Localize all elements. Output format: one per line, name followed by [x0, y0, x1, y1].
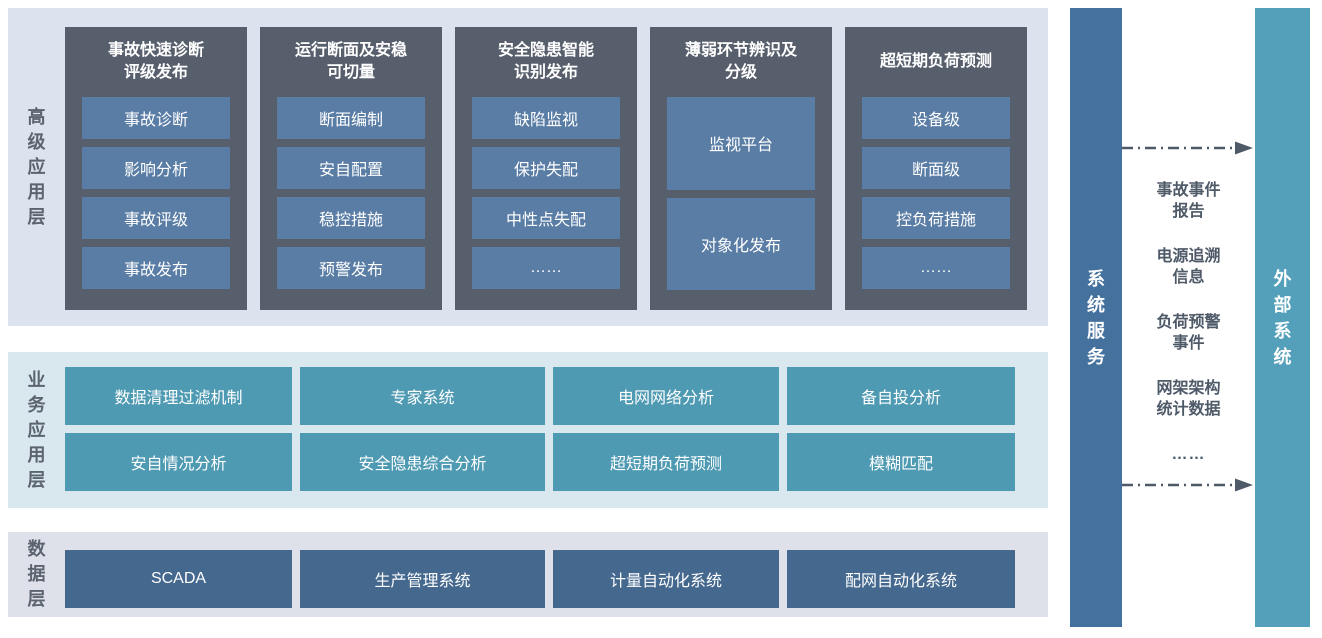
business-module: 备自投分析 — [787, 367, 1015, 425]
layer-label-text: 业务应用层 — [27, 369, 46, 490]
layer-label-text: 高级应用层 — [27, 106, 46, 227]
layer-advanced-apps: 高级应用层 事故快速诊断 评级发布 事故诊断 影响分析 事故评级 事故发布 运行… — [8, 8, 1048, 326]
data-sources: SCADA 生产管理系统 计量自动化系统 配网自动化系统 — [65, 550, 1015, 608]
dashed-arrow-icon — [1122, 141, 1253, 155]
dashed-arrow-icon — [1122, 478, 1253, 492]
exchange-info-item: 网架架构 统计数据 — [1156, 380, 1221, 418]
module-item: 事故评级 — [82, 197, 230, 239]
business-module: 安全隐患综合分析 — [300, 433, 545, 491]
module-item: 监视平台 — [667, 97, 815, 190]
external-system-bar: 外部系统 — [1255, 8, 1310, 627]
data-source: 计量自动化系统 — [553, 550, 779, 608]
exchange-info-list: 事故事件 报告 电源追溯 信息 负荷预警 事件 网架架构 统计数据 …… — [1122, 180, 1255, 465]
business-module: 数据清理过滤机制 — [65, 367, 292, 425]
module-item: 断面编制 — [277, 97, 425, 139]
module-item: 稳控措施 — [277, 197, 425, 239]
module-item: 预警发布 — [277, 247, 425, 289]
module-item: 安自配置 — [277, 147, 425, 189]
module-item: 断面级 — [862, 147, 1010, 189]
layer-data: 数据层 SCADA 生产管理系统 计量自动化系统 配网自动化系统 — [8, 532, 1048, 617]
business-module: 电网网络分析 — [553, 367, 779, 425]
system-service-bar: 系统服务 — [1070, 8, 1122, 627]
module-item: 事故诊断 — [82, 97, 230, 139]
module-item: …… — [862, 247, 1010, 289]
exchange-info-item: 负荷预警 事件 — [1156, 314, 1221, 352]
exchange-info-ellipsis: …… — [1171, 446, 1206, 463]
group-accident-diagnosis: 事故快速诊断 评级发布 事故诊断 影响分析 事故评级 事故发布 — [65, 27, 247, 310]
module-item: 中性点失配 — [472, 197, 620, 239]
group-hidden-danger: 安全隐患智能 识别发布 缺陷监视 保护失配 中性点失配 …… — [455, 27, 637, 310]
group-weak-link: 薄弱环节辨识及 分级 监视平台 对象化发布 — [650, 27, 832, 310]
group-title: 安全隐患智能 识别发布 — [497, 42, 594, 81]
module-item: 保护失配 — [472, 147, 620, 189]
exchange-info-item: 事故事件 报告 — [1156, 182, 1221, 220]
module-item: 影响分析 — [82, 147, 230, 189]
business-modules: 数据清理过滤机制 专家系统 电网网络分析 备自投分析 安自情况分析 安全隐患综合… — [65, 367, 1015, 491]
group-title: 薄弱环节辨识及 分级 — [684, 42, 797, 81]
group-title: 事故快速诊断 评级发布 — [107, 42, 204, 81]
system-service-label: 系统服务 — [1086, 268, 1105, 367]
data-source: SCADA — [65, 550, 292, 608]
module-groups: 事故快速诊断 评级发布 事故诊断 影响分析 事故评级 事故发布 运行断面及安稳 … — [65, 27, 1027, 310]
data-source: 配网自动化系统 — [787, 550, 1015, 608]
business-module: 专家系统 — [300, 367, 545, 425]
layer-label-text: 数据层 — [27, 539, 46, 609]
group-operation-section: 运行断面及安稳 可切量 断面编制 安自配置 稳控措施 预警发布 — [260, 27, 442, 310]
module-item: 事故发布 — [82, 247, 230, 289]
module-item: 缺陷监视 — [472, 97, 620, 139]
module-item: 设备级 — [862, 97, 1010, 139]
layer-label-business: 业务应用层 — [8, 352, 65, 508]
module-item: 控负荷措施 — [862, 197, 1010, 239]
group-title: 运行断面及安稳 可切量 — [294, 42, 407, 81]
group-load-forecast: 超短期负荷预测 设备级 断面级 控负荷措施 …… — [845, 27, 1027, 310]
business-module: 模糊匹配 — [787, 433, 1015, 491]
business-module: 超短期负荷预测 — [553, 433, 779, 491]
exchange-info-item: 电源追溯 信息 — [1156, 248, 1221, 286]
data-source: 生产管理系统 — [300, 550, 545, 608]
external-system-label: 外部系统 — [1273, 268, 1292, 367]
module-item: …… — [472, 247, 620, 289]
group-title: 超短期负荷预测 — [879, 53, 992, 70]
layer-label-data: 数据层 — [8, 532, 65, 617]
module-item: 对象化发布 — [667, 197, 815, 290]
layer-label-advanced: 高级应用层 — [8, 8, 65, 326]
business-module: 安自情况分析 — [65, 433, 292, 491]
layer-business-apps: 业务应用层 数据清理过滤机制 专家系统 电网网络分析 备自投分析 安自情况分析 … — [8, 352, 1048, 508]
